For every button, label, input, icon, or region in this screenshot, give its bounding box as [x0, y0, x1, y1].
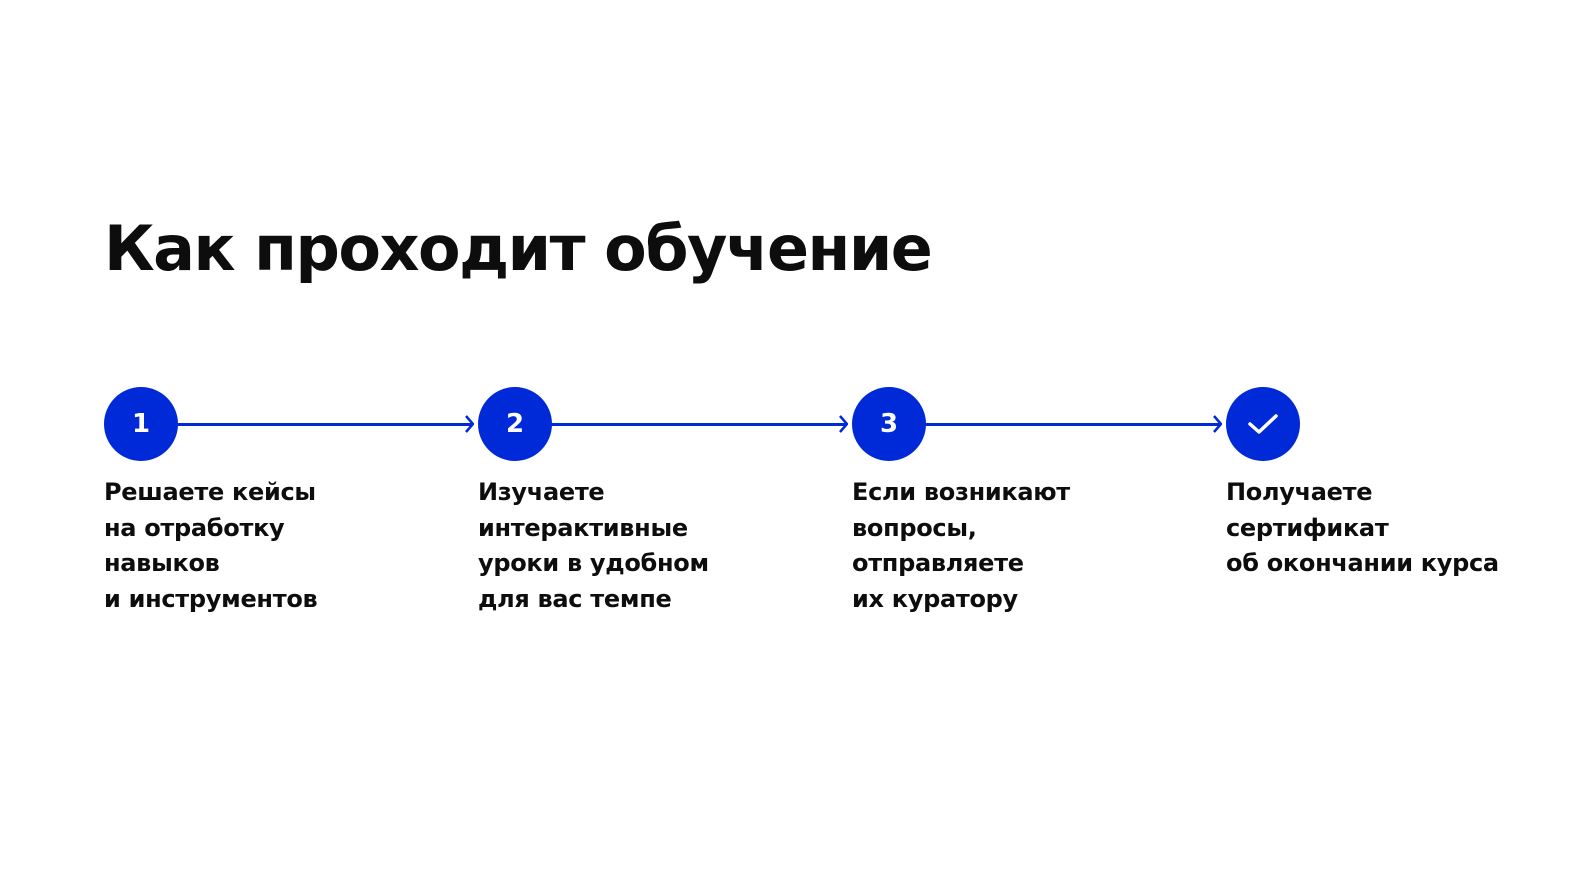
arrow-head-icon	[839, 415, 848, 433]
step-number-badge: 1	[104, 387, 178, 461]
step-text-line: уроки в удобном	[478, 549, 709, 577]
step-description: Если возникают вопросы, отправляете их к…	[852, 475, 1192, 617]
page-title: Как проходит обучение	[104, 212, 933, 285]
step-text-line: для вас темпе	[478, 584, 672, 613]
arrow-head-icon	[465, 415, 474, 433]
step-1: 1 Решаете кейсы на отработку навыков и и…	[104, 387, 444, 617]
step-text-line: их куратору	[852, 584, 1018, 613]
step-description: Изучаете интерактивные уроки в удобном д…	[478, 475, 818, 617]
step-text-line: и инструментов	[104, 584, 318, 613]
step-text-line: вопросы,	[852, 513, 977, 542]
step-number-badge: 3	[852, 387, 926, 461]
step-text-line: отправляете	[852, 549, 1024, 577]
arrow-head-icon	[1213, 415, 1222, 433]
step-text-line: навыков	[104, 549, 220, 577]
arrow-connector	[176, 415, 474, 433]
step-text-line: об окончании курса	[1226, 549, 1499, 577]
step-text-line: на отработку	[104, 513, 285, 542]
step-text-line: сертификат	[1226, 513, 1389, 542]
step-description: Решаете кейсы на отработку навыков и инс…	[104, 475, 444, 617]
check-icon	[1248, 414, 1278, 434]
arrow-connector	[924, 415, 1222, 433]
arrow-connector	[550, 415, 848, 433]
step-3: 3 Если возникают вопросы, отправляете их…	[852, 387, 1192, 617]
step-complete-badge	[1226, 387, 1300, 461]
step-description: Получаете сертификат об окончании курса	[1226, 475, 1566, 582]
step-number-badge: 2	[478, 387, 552, 461]
step-text-line: интерактивные	[478, 513, 688, 542]
step-text-line: Изучаете	[478, 478, 605, 506]
step-2: 2 Изучаете интерактивные уроки в удобном…	[478, 387, 818, 617]
step-4: Получаете сертификат об окончании курса	[1226, 387, 1566, 582]
step-text-line: Решаете кейсы	[104, 478, 316, 506]
step-text-line: Если возникают	[852, 478, 1070, 506]
step-text-line: Получаете	[1226, 478, 1373, 506]
